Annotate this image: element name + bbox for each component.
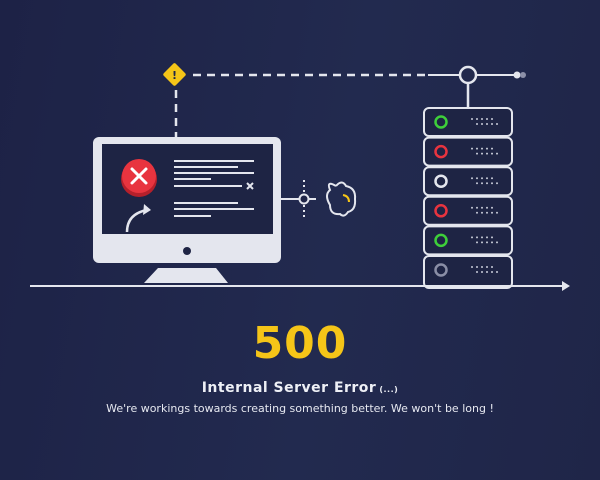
vent-dot bbox=[471, 177, 473, 180]
vent-dot bbox=[486, 182, 488, 185]
vent-dot bbox=[471, 206, 473, 209]
error-title-suffix: (...) bbox=[379, 385, 399, 394]
server-unit bbox=[423, 136, 513, 167]
warning-icon: ! bbox=[163, 63, 186, 86]
vent-dot bbox=[491, 177, 493, 180]
vent-dot bbox=[476, 206, 478, 209]
vent-dot bbox=[476, 177, 478, 180]
status-light-white-icon bbox=[434, 174, 448, 188]
vent-dot bbox=[491, 123, 493, 125]
error-title-text: Internal Server Error bbox=[201, 380, 377, 396]
vent-dot bbox=[491, 236, 493, 239]
vent-dot bbox=[481, 182, 483, 185]
vent-dot bbox=[491, 266, 493, 268]
server-unit bbox=[423, 166, 513, 197]
vent-dot bbox=[476, 182, 478, 185]
status-light-red-icon bbox=[434, 144, 448, 159]
vent-dot bbox=[486, 236, 488, 239]
vent-dot bbox=[481, 123, 483, 125]
vent-dot bbox=[476, 211, 478, 214]
error-title: Internal Server Error(...) bbox=[0, 380, 600, 396]
vent-dot bbox=[491, 152, 493, 155]
vent-dot bbox=[491, 206, 493, 209]
vent-dot bbox=[471, 236, 473, 239]
vent-dot bbox=[481, 152, 483, 155]
vent-dot bbox=[491, 241, 493, 244]
vent-dot bbox=[481, 147, 483, 150]
vent-dot bbox=[476, 241, 478, 244]
vent-dot bbox=[486, 206, 488, 209]
vent-dot bbox=[486, 152, 488, 155]
vent-dot bbox=[476, 271, 478, 273]
vent-dot bbox=[486, 123, 488, 125]
vent-dot bbox=[481, 236, 483, 239]
vent-dot bbox=[486, 241, 488, 244]
status-light-gray-icon bbox=[434, 263, 448, 277]
vent-dot bbox=[491, 211, 493, 214]
vent-dot bbox=[481, 206, 483, 209]
connection-endpoint-icon bbox=[513, 71, 521, 79]
vent-dot bbox=[471, 266, 473, 268]
vent-dot bbox=[496, 123, 498, 125]
vent-dot bbox=[486, 147, 488, 150]
vent-dot bbox=[476, 266, 478, 268]
server-rack bbox=[423, 107, 513, 289]
error-code: 500 bbox=[252, 318, 348, 369]
error-message: We're workings towards creating somethin… bbox=[106, 402, 494, 415]
vent-dot bbox=[476, 152, 478, 155]
status-light-green-icon bbox=[434, 233, 448, 248]
server-unit bbox=[423, 195, 513, 226]
vent-dot bbox=[476, 236, 478, 239]
connection-node-icon bbox=[458, 65, 478, 85]
server-unit bbox=[423, 255, 513, 289]
vent-dot bbox=[481, 211, 483, 214]
vent-dot bbox=[476, 118, 478, 120]
vent-dot bbox=[481, 118, 483, 120]
vent-dot bbox=[496, 271, 498, 273]
text-lines bbox=[174, 160, 254, 217]
vent-dot bbox=[491, 147, 493, 150]
vent-dot bbox=[471, 147, 473, 150]
status-light-red-icon bbox=[434, 204, 448, 218]
cloud-icon bbox=[326, 181, 357, 217]
vent-dot bbox=[481, 241, 483, 244]
arrow-head-icon bbox=[562, 281, 570, 291]
vent-dot bbox=[496, 152, 498, 155]
vent-dot bbox=[481, 271, 483, 273]
vent-dot bbox=[486, 177, 488, 180]
vent-dot bbox=[496, 241, 498, 244]
server-unit bbox=[423, 107, 513, 137]
status-light-green-icon bbox=[434, 115, 448, 129]
vent-dot bbox=[481, 177, 483, 180]
monitor-icon bbox=[93, 137, 281, 283]
vent-dot bbox=[476, 147, 478, 150]
vent-dot bbox=[486, 118, 488, 120]
vent-dot bbox=[481, 266, 483, 268]
vent-dot bbox=[486, 211, 488, 214]
vent-dot bbox=[496, 211, 498, 214]
error-x-icon bbox=[121, 159, 157, 197]
vent-dot bbox=[491, 118, 493, 120]
server-unit bbox=[423, 225, 513, 256]
vent-dot bbox=[476, 123, 478, 125]
connector-node-icon bbox=[298, 193, 310, 205]
vent-dot bbox=[491, 182, 493, 185]
vent-dot bbox=[491, 271, 493, 273]
vent-dot bbox=[496, 182, 498, 185]
vent-dot bbox=[471, 118, 473, 120]
vent-dot bbox=[486, 266, 488, 268]
svg-text:!: ! bbox=[172, 69, 177, 82]
vent-dot bbox=[486, 271, 488, 273]
